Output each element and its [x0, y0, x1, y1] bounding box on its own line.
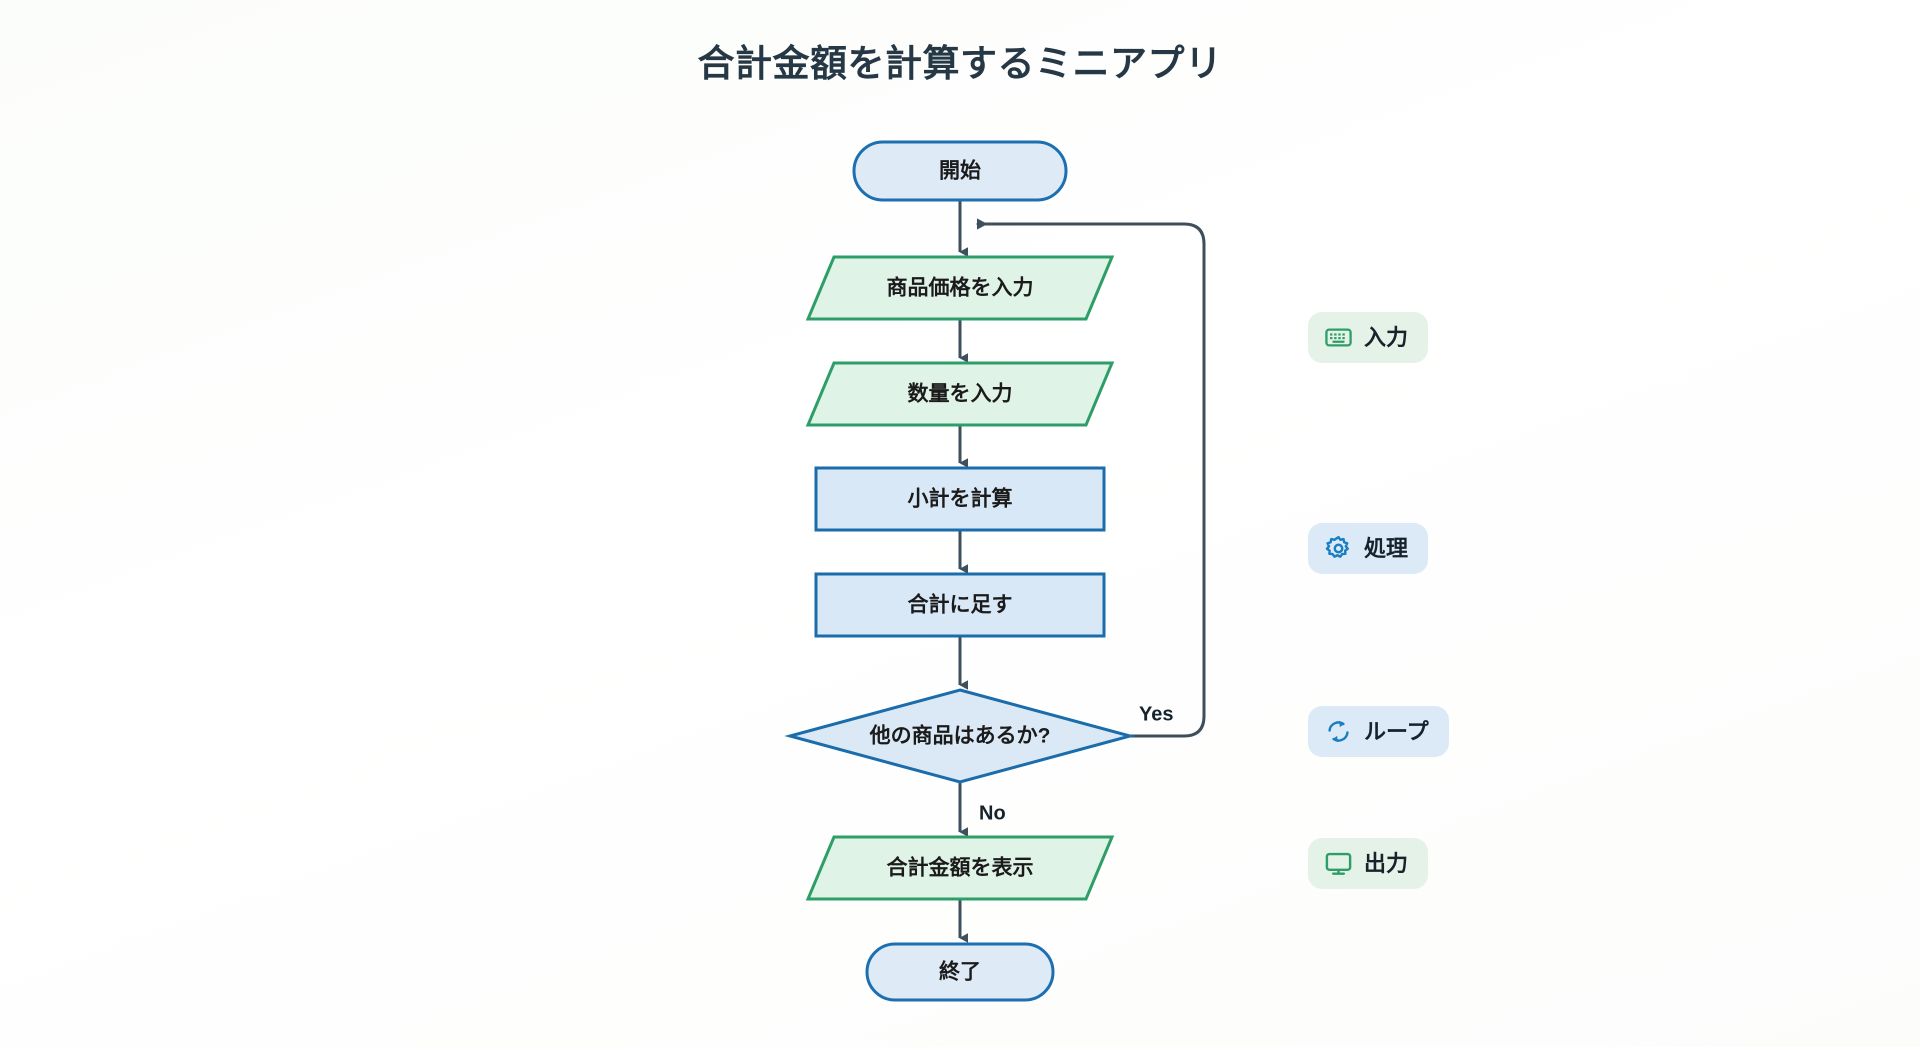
legend-item-process[interactable]: 処理	[1308, 523, 1429, 574]
legend-item-output[interactable]: 出力	[1308, 838, 1429, 889]
keyboard-icon	[1325, 328, 1352, 347]
monitor-icon	[1325, 852, 1352, 875]
node-start-shape	[852, 140, 1068, 202]
node-input-quantity-shape	[805, 361, 1115, 427]
node-input-price-shape	[805, 255, 1115, 321]
node-decision[interactable]: 他の商品はあるか?	[784, 688, 1136, 784]
node-output-display-label: 合計金額を表示	[887, 856, 1034, 880]
node-end-label: 終了	[939, 960, 981, 984]
node-process-addtotal-shape	[814, 572, 1106, 638]
branch-label-no: No	[979, 802, 1006, 824]
node-input-quantity[interactable]: 数量を入力	[805, 361, 1115, 427]
node-input-price[interactable]: 商品価格を入力	[805, 255, 1115, 321]
edge-loop-back-yes	[976, 218, 1206, 738]
node-output-display[interactable]: 合計金額を表示	[805, 835, 1115, 901]
legend-item-output-label: 出力	[1364, 850, 1409, 876]
node-process-subtotal[interactable]: 小計を計算	[814, 466, 1106, 532]
node-end[interactable]: 終了	[865, 942, 1055, 1002]
legend-item-loop[interactable]: ループ	[1308, 706, 1449, 757]
legend-item-process-label: 処理	[1364, 535, 1409, 561]
node-input-price-label: 商品価格を入力	[887, 276, 1034, 300]
loop-icon	[1328, 720, 1349, 743]
node-start-label: 開始	[939, 159, 981, 183]
legend-item-input[interactable]: 入力	[1308, 312, 1429, 363]
node-end-shape	[865, 942, 1055, 1002]
node-decision-shape	[784, 688, 1136, 784]
node-process-subtotal-shape	[814, 466, 1106, 532]
page-title: 合計金額を計算するミニアプリ	[697, 43, 1223, 84]
node-output-display-shape	[805, 835, 1115, 901]
branch-label-yes: Yes	[1139, 703, 1173, 725]
node-process-subtotal-label: 小計を計算	[908, 487, 1013, 511]
legend-item-loop-label: ループ	[1364, 718, 1429, 744]
node-input-quantity-label: 数量を入力	[908, 383, 1013, 406]
connector-group	[958, 200, 1206, 943]
node-process-addtotal-label: 合計に足す	[908, 593, 1013, 617]
legend-item-input-label: 入力	[1364, 324, 1409, 350]
gear-icon	[1325, 535, 1350, 558]
node-process-addtotal[interactable]: 合計に足す	[814, 572, 1106, 638]
node-decision-label: 他の商品はあるか?	[869, 724, 1051, 748]
node-start[interactable]: 開始	[852, 140, 1068, 202]
